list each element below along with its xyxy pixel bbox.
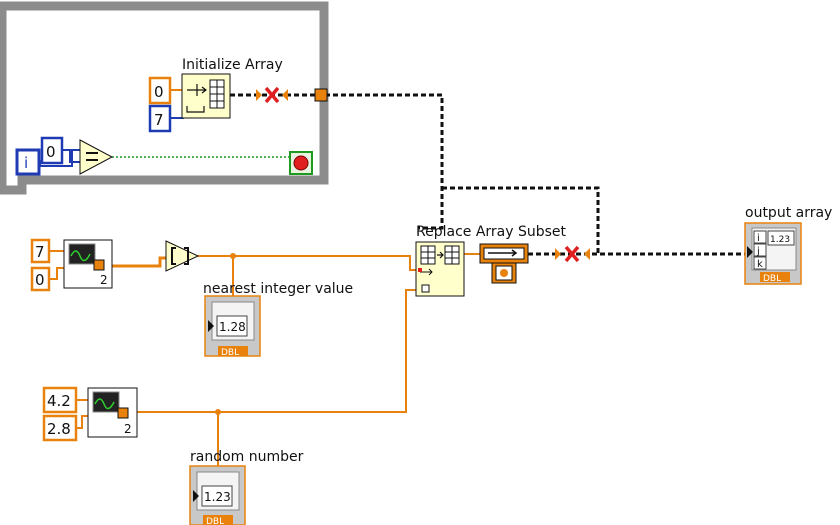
- nearest-integer-type: DBL: [221, 348, 239, 358]
- rand2-max-value: 4.2: [47, 392, 71, 410]
- nearest-integer-display: 1.28: [219, 320, 246, 334]
- random-number-vi-1[interactable]: 2: [63, 239, 113, 289]
- equals-icon: [86, 152, 98, 161]
- round-bracket-icon: [171, 247, 189, 265]
- loop-compare-constant[interactable]: 0: [40, 136, 64, 165]
- output-array-indicator[interactable]: i j k 1.23 DBL: [744, 222, 802, 285]
- round-to-nearest-node[interactable]: [165, 240, 200, 272]
- nearest-integer-indicator[interactable]: 1.28 DBL: [204, 295, 261, 358]
- rand2-min-value: 2.8: [47, 420, 71, 438]
- waveform-icon: [68, 243, 96, 265]
- dice-icon: [93, 259, 105, 271]
- random-number-type: DBL: [206, 517, 224, 525]
- rand1-max-value: 7: [35, 243, 45, 261]
- input-arrow-icon-3: [747, 246, 753, 258]
- wire-round-out: [198, 255, 416, 271]
- wire-init-size: [170, 106, 184, 119]
- rand1-terminal-count: 2: [100, 273, 108, 287]
- array-index-j: j: [756, 246, 760, 257]
- wire-rand1-out: [112, 256, 168, 268]
- array-index-k: k: [757, 259, 763, 270]
- wire-rand1-min: [49, 267, 64, 280]
- random-number-display: 1.23: [204, 490, 231, 504]
- init-element-value: 0: [154, 83, 164, 101]
- while-loop-frame[interactable]: [0, 1, 329, 195]
- rand2-max-constant[interactable]: 4.2: [42, 386, 78, 414]
- array-wire-shift: [325, 93, 444, 230]
- wire-junction-2: [215, 409, 221, 415]
- broken-wire-marker-top: [256, 86, 288, 104]
- wire-junction-1: [230, 253, 236, 259]
- rand2-min-constant[interactable]: 2.8: [42, 414, 78, 442]
- array-index-i: i: [757, 233, 760, 244]
- stop-icon: [293, 155, 309, 171]
- loop-stop-terminal[interactable]: [289, 151, 313, 175]
- in-place-element-structure[interactable]: [479, 243, 529, 284]
- element-arrow-icon: [187, 84, 207, 96]
- array-grid-icon-replace: [420, 245, 460, 265]
- random-number-vi-2[interactable]: 2: [87, 387, 138, 438]
- shift-register-terminal[interactable]: [314, 88, 328, 102]
- element-terminal-icon: [421, 284, 430, 293]
- init-size-value: 7: [154, 111, 164, 129]
- dice-icon-2: [117, 407, 129, 419]
- init-size-constant[interactable]: 7: [148, 104, 172, 133]
- array-wire-feedback: [442, 186, 600, 254]
- output-array-label: output array: [745, 205, 832, 221]
- error-terminal-icon: [418, 268, 422, 272]
- loop-iteration-terminal: i: [15, 148, 41, 176]
- wire-rand2-out: [137, 289, 416, 413]
- input-arrow-icon-2: [193, 490, 199, 502]
- loop-compare-value: 0: [46, 143, 56, 161]
- terminal-dot-icon: [500, 269, 508, 277]
- initialize-array-node[interactable]: [181, 73, 231, 119]
- rand1-max-constant[interactable]: 7: [30, 238, 51, 264]
- wire-rand2-min: [76, 415, 88, 429]
- output-array-display: 1.23: [770, 235, 790, 245]
- wires: [39, 89, 745, 466]
- equal-comparison-node[interactable]: [79, 139, 114, 175]
- replace-array-subset-node[interactable]: [415, 241, 465, 297]
- random-number-indicator[interactable]: 1.23 DBL: [189, 465, 246, 525]
- right-arrow-icon: [488, 249, 518, 257]
- size-bracket-icon: [186, 106, 205, 113]
- broken-wire-marker-right: [555, 245, 590, 263]
- initialize-array-label: Initialize Array: [182, 57, 283, 73]
- input-arrow-icon: [208, 320, 214, 332]
- random-number-label: random number: [190, 449, 304, 465]
- loop-index-label: i: [24, 154, 28, 172]
- nearest-integer-value-label: nearest integer value: [203, 281, 353, 297]
- rand1-min-value: 0: [35, 271, 45, 289]
- rand2-terminal-count: 2: [124, 422, 132, 436]
- init-element-constant[interactable]: 0: [148, 76, 172, 105]
- output-array-type: DBL: [763, 274, 781, 284]
- rand1-min-constant[interactable]: 0: [30, 266, 51, 292]
- array-grid-icon: [209, 79, 225, 109]
- wire-loop-compare: [62, 149, 80, 163]
- replace-array-subset-label: Replace Array Subset: [416, 224, 567, 240]
- waveform-icon-2: [92, 391, 120, 413]
